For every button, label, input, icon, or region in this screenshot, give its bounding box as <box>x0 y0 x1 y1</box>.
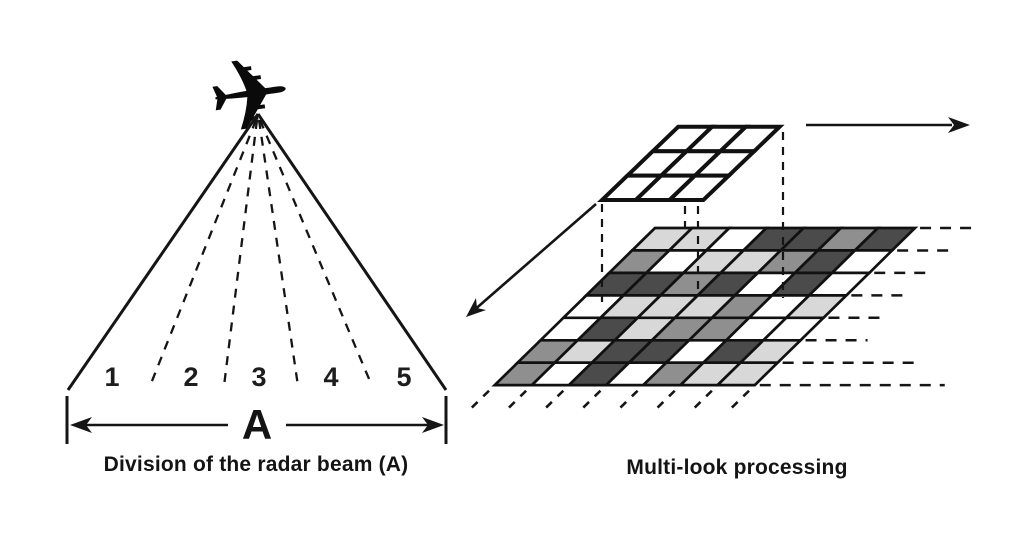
radar-beam-diagram: ✈ 1 2 3 4 5 <box>65 32 448 448</box>
beam-labels: 1 2 3 4 5 <box>104 362 411 392</box>
beam-outer-edges <box>66 113 448 391</box>
beam-span-measure: A <box>65 396 448 448</box>
dash-segment <box>582 401 590 409</box>
span-label: A <box>242 401 272 448</box>
dash-segment <box>519 389 528 398</box>
dash-segment <box>705 389 713 398</box>
left-caption: Division of the radar beam (A) <box>103 453 409 476</box>
azimuth-arrow <box>466 203 597 317</box>
right-caption: Multi-look processing <box>626 456 848 479</box>
multilook-ground-grid <box>491 226 919 387</box>
dash-segment <box>693 401 702 409</box>
row-extension-dashes <box>759 226 973 387</box>
arrowhead-azimuth-icon <box>466 298 486 317</box>
column-continuation-ticks <box>470 389 750 409</box>
dash-segment <box>556 389 565 398</box>
dash-segment <box>508 401 516 409</box>
dash-segment <box>742 389 750 398</box>
beam-label-1: 1 <box>104 362 119 392</box>
beam-label-4: 4 <box>323 362 338 392</box>
beam-label-2: 2 <box>183 362 198 392</box>
airplane-icon: ✈ <box>200 32 299 160</box>
dash-segment <box>630 389 639 398</box>
beam-label-5: 5 <box>396 362 411 392</box>
multilook-grid-cell <box>714 361 781 387</box>
window-grid-cell <box>664 173 734 202</box>
projection-dashed-lines <box>600 132 785 306</box>
dash-segment <box>656 401 665 409</box>
dash-segment <box>619 401 628 409</box>
dash-segment <box>668 389 676 398</box>
dash-segment <box>470 401 479 409</box>
dash-segment <box>482 389 490 398</box>
multilook-window-grid <box>597 124 785 202</box>
arrowhead-range-icon <box>948 117 970 133</box>
dash-segment <box>730 401 739 409</box>
beam-label-3: 3 <box>251 362 266 392</box>
arrowhead-right-icon <box>422 417 444 433</box>
dash-segment <box>545 401 553 409</box>
range-arrow <box>806 117 970 133</box>
multilook-diagram <box>466 117 973 409</box>
dash-segment <box>593 389 602 398</box>
arrowhead-left-icon <box>70 417 92 433</box>
beam-division-lines <box>148 119 374 387</box>
